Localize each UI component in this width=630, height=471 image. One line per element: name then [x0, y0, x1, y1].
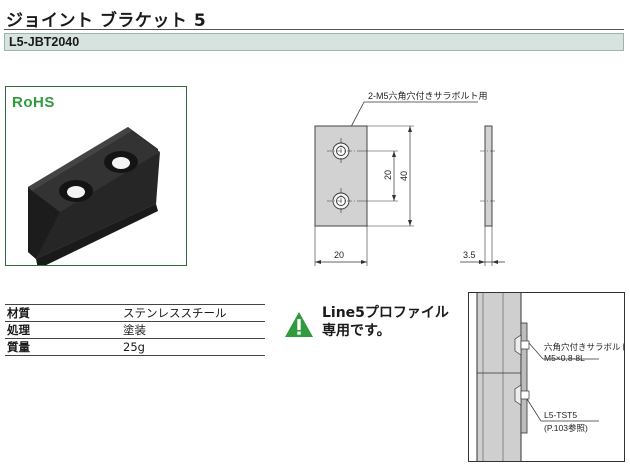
rohs-logo: RoHS [12, 94, 55, 111]
spec-label: 処理 [5, 321, 121, 339]
nut-label-2: (P.103参照) [544, 423, 588, 433]
spec-value: 25g [121, 338, 265, 356]
part-number-bar: L5-JBT2040 [4, 33, 624, 51]
notice-line-2: 専用です。 [322, 323, 391, 339]
hole-callout: 2-M5六角穴付きサラボルト用 [368, 90, 488, 101]
spec-row: 材質 ステンレススチール [5, 304, 265, 322]
spec-value: 塗装 [121, 321, 265, 339]
spec-row: 質量 25g [5, 338, 265, 356]
dim-height-outer: 40 [399, 171, 409, 181]
technical-drawing: 2-M5六角穴付きサラボルト用 20 40 20 3.5 [314, 90, 505, 266]
spec-label: 材質 [5, 304, 121, 322]
notice-line-1: Line5プロファイル [322, 305, 449, 321]
dim-height-inner: 20 [383, 170, 393, 180]
profile-notice: Line5プロファイル 専用です。 [284, 304, 474, 344]
dim-width: 20 [334, 250, 344, 260]
product-photo-frame: RoHS [5, 86, 187, 266]
bolt-label-2: M5×0.8-8L [544, 353, 585, 363]
spec-value: ステンレススチール [121, 304, 265, 322]
notice-text: Line5プロファイル 専用です。 [322, 304, 449, 340]
title-divider [4, 29, 624, 30]
spec-table: 材質 ステンレススチール 処理 塗装 質量 25g [5, 304, 265, 356]
installation-drawing: 六角穴付きサラボルト M5×0.8-8L L5-TST5 (P.103参照) [476, 293, 629, 461]
spec-label: 質量 [5, 338, 121, 356]
installation-diagram: 六角穴付きサラボルト M5×0.8-8L L5-TST5 (P.103参照) [468, 292, 629, 462]
dim-thickness: 3.5 [463, 250, 476, 260]
bracket-photo [28, 127, 160, 265]
bolt-label-1: 六角穴付きサラボルト [544, 342, 624, 352]
warning-triangle-icon [285, 312, 313, 337]
nut-label-1: L5-TST5 [544, 410, 577, 420]
page-title: ジョイント ブラケット 5 [6, 11, 207, 31]
spec-row: 処理 塗装 [5, 321, 265, 339]
part-number: L5-JBT2040 [9, 35, 80, 49]
